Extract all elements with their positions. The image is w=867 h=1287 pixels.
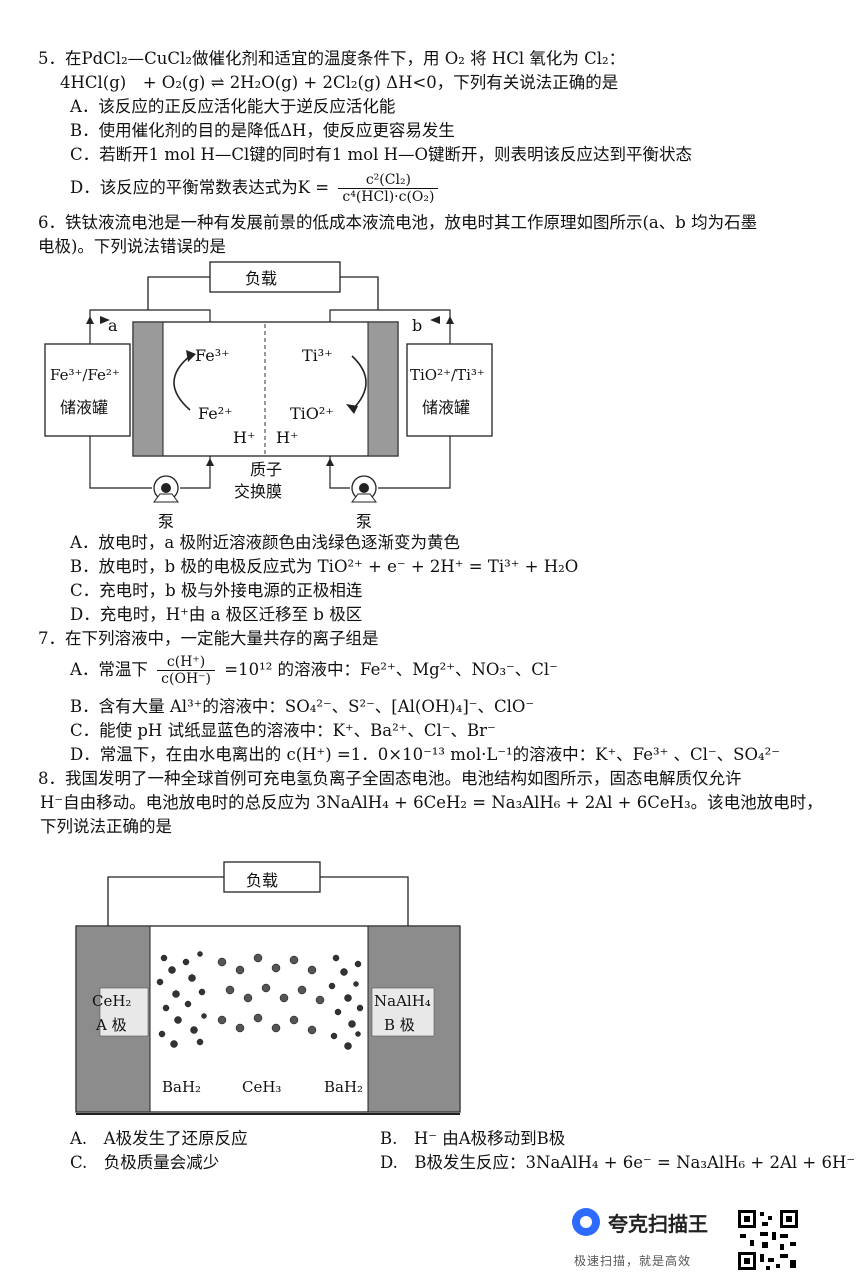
- electrode-a: [132, 321, 164, 457]
- fe3-label: Fe³⁺: [195, 346, 230, 365]
- bah2-left-label: BaH₂: [162, 1078, 202, 1096]
- q7-fraction: c(H⁺) c(OH⁻): [157, 654, 216, 687]
- q5-option-a: A．该反应的正反应活化能大于逆反应活化能: [70, 97, 396, 116]
- fe2-label: Fe²⁺: [198, 404, 233, 423]
- solid-battery-diagram: 负载 CeH₂ A 极 NaAlH₄ B 极 BaH₂ CeH₃ BaH₂: [72, 858, 464, 1120]
- electrode-a-label: a: [108, 316, 118, 335]
- quark-logo-icon: [572, 1208, 600, 1236]
- membrane-label-1: 质子: [250, 460, 283, 479]
- load-label: 负载: [245, 269, 278, 288]
- solid-battery-svg: [75, 861, 461, 1115]
- h-left-label: H⁺: [233, 428, 256, 447]
- fe-arrow: [173, 355, 191, 411]
- ti-arrow: [351, 355, 367, 411]
- q6-stem-line1: 6．铁钛液流电池是一种有发展前景的低成本液流电池，放电时其工作原理如图所示(a、…: [38, 213, 758, 232]
- ti3-label: Ti³⁺: [302, 346, 333, 365]
- q7-option-a-prefix: A．常温下: [70, 660, 148, 679]
- q6-option-d: D．充电时，H⁺由 a 极区迁移至 b 极区: [70, 605, 363, 624]
- tio2-label: TiO²⁺: [290, 404, 334, 423]
- q7-option-c: C．能使 pH 试纸显蓝色的溶液中：K⁺、Ba²⁺、Cl⁻、Br⁻: [70, 721, 496, 740]
- left-tank-label-2: 储液罐: [60, 398, 109, 417]
- membrane-label-2: 交换膜: [234, 482, 283, 501]
- q7-option-a: A．常温下 c(H⁺) c(OH⁻) =10¹² 的溶液中：Fe²⁺、Mg²⁺、…: [70, 650, 558, 690]
- pump-left-icon: [153, 475, 179, 503]
- q7-option-d: D．常温下，在由水电离出的 c(H⁺) =1．0×10⁻¹³ mol·L⁻¹的溶…: [70, 745, 780, 764]
- qr-code-icon: [736, 1208, 800, 1272]
- pump-right-icon: [351, 475, 377, 503]
- left-tank: [44, 343, 131, 437]
- q8-option-d: D. B极发生反应：3NaAlH₄ + 6e⁻ = Na₃AlH₆ + 2Al …: [380, 1153, 856, 1172]
- pump-left-label: 泵: [158, 512, 175, 531]
- h-right-label: H⁺: [276, 428, 299, 447]
- watermark-subtitle: 极速扫描，就是高效: [574, 1254, 692, 1268]
- q5-option-d: D．该反应的平衡常数表达式为K = c²(Cl₂) c⁴(HCl)·c(O₂): [70, 168, 442, 208]
- bah2-right-label: BaH₂: [324, 1078, 364, 1096]
- electrode-b-label: b: [412, 316, 423, 335]
- q5-stem: 5．在PdCl₂—CuCl₂做催化剂和适宜的温度条件下，用 O₂ 将 HCl 氧…: [38, 49, 626, 68]
- flow-battery-svg: [44, 261, 493, 503]
- left-tank-label-1: Fe³⁺/Fe²⁺: [50, 366, 120, 384]
- electrode-b-label-2: B 极: [384, 1016, 415, 1034]
- q5-option-b: B．使用催化剂的目的是降低ΔH，使反应更容易发生: [70, 121, 455, 140]
- q6-option-c: C．充电时，b 极与外接电源的正极相连: [70, 581, 363, 600]
- pump-right-label: 泵: [356, 512, 373, 531]
- q5-k-denominator: c⁴(HCl)·c(O₂): [342, 189, 435, 205]
- watermark-title: 夸克扫描王: [608, 1212, 708, 1236]
- q8-option-b: B. H⁻ 由A极移动到B极: [380, 1129, 566, 1148]
- q8-stem-line1: 8．我国发明了一种全球首例可充电氢负离子全固态电池。电池结构如图所示，固态电解质…: [38, 769, 742, 788]
- q7-denominator: c(OH⁻): [161, 671, 212, 687]
- q6-stem-line2: 电极)。下列说法错误的是: [38, 237, 226, 256]
- electrode-b: [367, 321, 399, 457]
- q5-equation: 4HCl(g) + O₂(g) ⇌ 2H₂O(g) + 2Cl₂(g) ΔH<0…: [60, 73, 619, 92]
- q7-option-b: B．含有大量 Al³⁺的溶液中：SO₄²⁻、S²⁻、[Al(OH)₄]⁻、ClO…: [70, 697, 535, 716]
- ceh3-label: CeH₃: [242, 1078, 282, 1096]
- q6-option-a: A．放电时，a 极附近溶液颜色由浅绿色逐渐变为黄色: [70, 533, 460, 552]
- q5-k-numerator: c²(Cl₂): [338, 172, 439, 189]
- electrode-a-label-2: A 极: [96, 1016, 127, 1034]
- q7-option-a-suffix: =10¹² 的溶液中：Fe²⁺、Mg²⁺、NO₃⁻、Cl⁻: [224, 660, 558, 679]
- q6-option-b: B．放电时，b 极的电极反应式为 TiO²⁺ + e⁻ + 2H⁺ = Ti³⁺…: [70, 557, 579, 576]
- electrode-a-label-1: CeH₂: [92, 992, 132, 1010]
- right-tank-label-1: TiO²⁺/Ti³⁺: [410, 366, 485, 384]
- q5-option-d-prefix: D．该反应的平衡常数表达式为K =: [70, 178, 330, 197]
- q8-option-a: A. A极发生了还原反应: [70, 1129, 248, 1148]
- q7-numerator: c(H⁺): [157, 654, 216, 671]
- electrode-b-label-1: NaAlH₄: [374, 992, 431, 1010]
- flow-battery-diagram: 负载 a b Fe³⁺/Fe²⁺ 储液罐 TiO²⁺/Ti³⁺ 储液罐 Fe³⁺…: [40, 260, 510, 531]
- q7-stem: 7．在下列溶液中，一定能大量共存的离子组是: [38, 629, 379, 648]
- electrolyte-particles: [156, 951, 364, 1050]
- q8-stem-line2: H⁻自由移动。电池放电时的总反应为 3NaAlH₄ + 6CeH₂ = Na₃A…: [40, 793, 823, 812]
- q8-stem-line3: 下列说法正确的是: [40, 817, 172, 836]
- right-tank-label-2: 储液罐: [422, 398, 471, 417]
- load-box-2: [223, 861, 321, 893]
- load-label-2: 负载: [246, 871, 279, 890]
- q8-option-c: C. 负极质量会减少: [70, 1153, 220, 1172]
- q5-k-fraction: c²(Cl₂) c⁴(HCl)·c(O₂): [338, 172, 439, 205]
- q5-option-c: C．若断开1 mol H—Cl键的同时有1 mol H—O键断开，则表明该反应达…: [70, 145, 693, 164]
- right-tank: [406, 343, 493, 437]
